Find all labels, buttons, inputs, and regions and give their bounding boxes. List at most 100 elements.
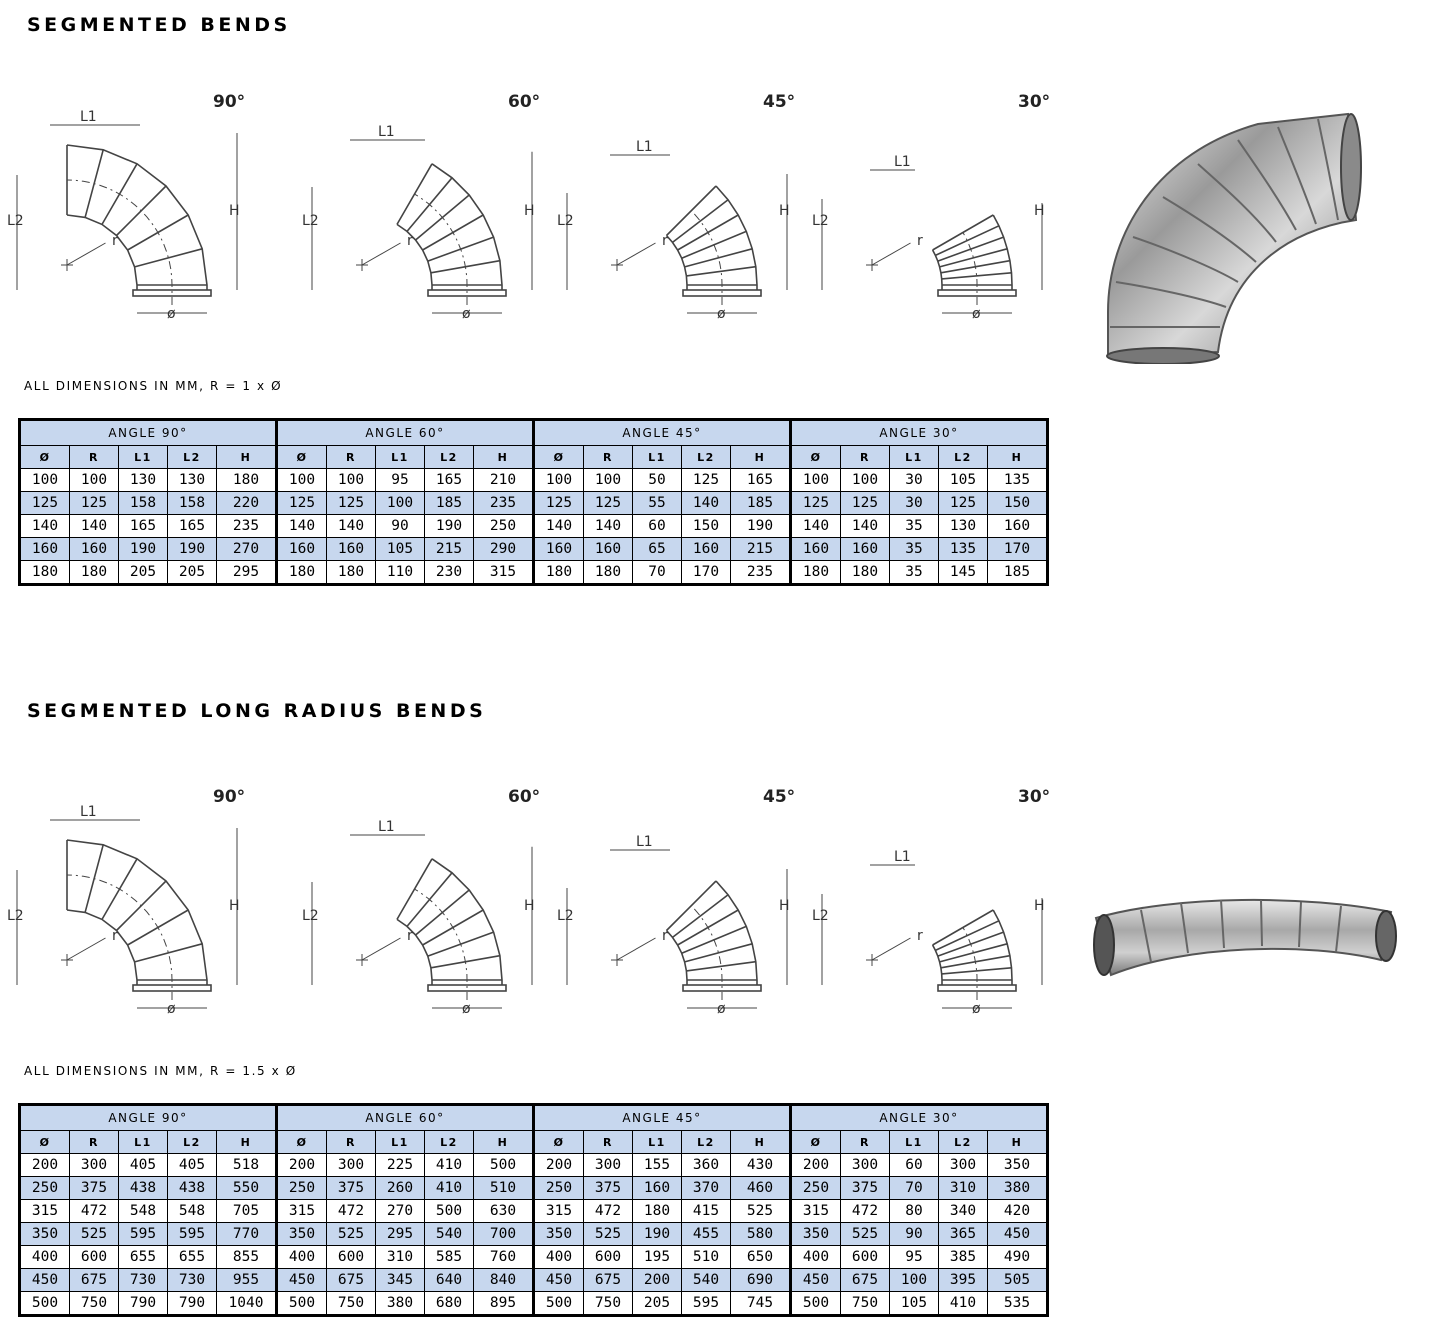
table-cell: 472 [583,1199,633,1223]
column-header: R [840,1130,890,1154]
table-cell: 525 [730,1199,791,1223]
table-cell: 410 [938,1291,988,1316]
l1-label: L1 [378,124,395,140]
table-cell: 315 [275,1199,327,1223]
table-cell: 125 [583,491,633,515]
r-label: r [917,928,923,944]
table-cell: 790 [167,1291,217,1316]
table-cell: 190 [632,1222,682,1246]
table-cell: 180 [19,560,70,585]
table-cell: 105 [375,537,425,561]
l1-label: L1 [80,804,97,820]
column-header: H [987,445,1048,469]
table-cell: 105 [889,1291,939,1316]
table-cell: 500 [532,1291,584,1316]
table-cell: 110 [375,560,425,585]
column-header: L2 [167,445,217,469]
table-cell: 750 [69,1291,119,1316]
table-cell: 500 [473,1153,534,1177]
table-cell: 420 [987,1199,1048,1223]
table-cell: 730 [167,1268,217,1292]
column-header: L2 [167,1130,217,1154]
table-cell: 350 [532,1222,584,1246]
table-cell: 395 [938,1268,988,1292]
table-cell: 140 [583,514,633,538]
table-cell: 525 [583,1222,633,1246]
table-cell: 180 [275,560,327,585]
table-cell: 490 [987,1245,1048,1269]
column-header: H [730,1130,791,1154]
table-cell: 35 [889,560,939,585]
table-cell: 125 [840,491,890,515]
table-cell: 400 [789,1245,841,1269]
table-cell: 310 [938,1176,988,1200]
table-cell: 105 [938,468,988,492]
bend-photo-90 [1098,112,1363,365]
table-cell: 125 [69,491,119,515]
column-header: L2 [938,445,988,469]
table-cell: 350 [987,1153,1048,1177]
table-cell: 360 [681,1153,731,1177]
table-cell: 195 [632,1245,682,1269]
table-cell: 225 [375,1153,425,1177]
angle-label: 60° [508,787,540,807]
table-cell: 400 [19,1245,70,1269]
table-cell: 300 [326,1153,376,1177]
h-label: H [524,203,535,219]
column-header: L1 [632,445,682,469]
table-cell: 160 [19,537,70,561]
table-cell: 750 [583,1291,633,1316]
table-cell: 125 [789,491,841,515]
table-cell: 140 [69,514,119,538]
l2-label: L2 [812,213,829,229]
table-cell: 165 [730,468,791,492]
table-cell: 160 [681,537,731,561]
table-cell: 95 [375,468,425,492]
table-cell: 100 [789,468,841,492]
table-cell: 140 [275,514,327,538]
table-cell: 600 [326,1245,376,1269]
column-header: R [583,445,633,469]
table-cell: 350 [275,1222,327,1246]
l1-label: L1 [378,819,395,835]
table-cell: 250 [473,514,534,538]
table-cell: 750 [326,1291,376,1316]
table-cell: 100 [532,468,584,492]
table-cell: 125 [326,491,376,515]
table-cell: 190 [118,537,168,561]
table-cell: 300 [840,1153,890,1177]
r-label: r [917,233,923,249]
angle-label: 90° [213,92,245,112]
h-label: H [779,898,790,914]
table-cell: 160 [275,537,327,561]
table-cell: 595 [118,1222,168,1246]
table-cell: 140 [19,514,70,538]
table-cell: 125 [275,491,327,515]
table-cell: 535 [987,1291,1048,1316]
table-cell: 350 [789,1222,841,1246]
table-cell: 675 [326,1268,376,1292]
column-header: Ø [275,445,327,469]
table-cell: 300 [583,1153,633,1177]
table-cell: 600 [840,1245,890,1269]
column-header: L2 [938,1130,988,1154]
table-cell: 158 [167,491,217,515]
table-cell: 705 [216,1199,277,1223]
table-cell: 450 [275,1268,327,1292]
diameter-label: ø [167,306,176,322]
table-cell: 525 [69,1222,119,1246]
angle-group-header: ANGLE 45° [532,419,791,446]
table-cell: 460 [730,1176,791,1200]
table-cell: 600 [583,1245,633,1269]
table-cell: 675 [69,1268,119,1292]
table-cell: 400 [532,1245,584,1269]
table-cell: 160 [632,1176,682,1200]
table-cell: 190 [167,537,217,561]
table-cell: 125 [938,491,988,515]
